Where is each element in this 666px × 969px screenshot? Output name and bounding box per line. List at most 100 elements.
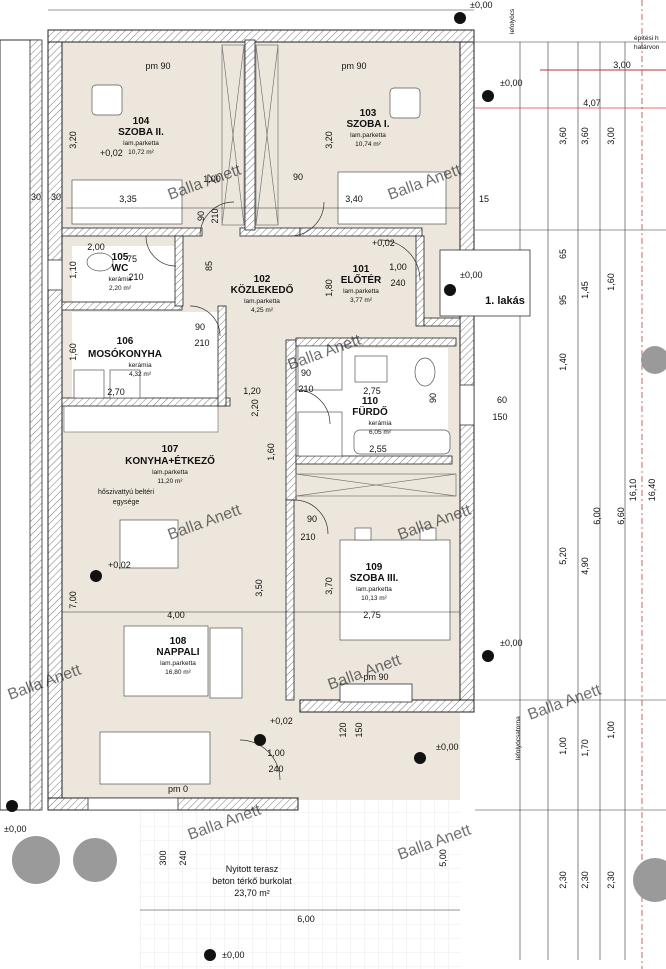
gutter-note: lefolyócsatorna — [515, 716, 522, 760]
level-pm0: pm 0 — [168, 784, 188, 794]
room-108-area: 16,80 m² — [165, 669, 191, 676]
room-102-num: 102 — [254, 274, 271, 285]
level-right-2: ±0,00 — [500, 638, 522, 648]
room-106-name: MOSÓKONYHA — [88, 347, 162, 360]
dim-407-red: 4,07 — [583, 98, 601, 108]
dim-220: 2,20 — [250, 399, 260, 417]
dim-120: 1,20 — [243, 386, 261, 396]
level-108: +0,02 — [270, 716, 293, 726]
dim-160-left: 1,60 — [68, 343, 78, 361]
dim-right-170: 1,70 — [580, 739, 590, 757]
dim-right-95: 95 — [558, 295, 568, 305]
dim-right-360b: 3,60 — [580, 127, 590, 145]
room-106-floor: kerámia — [128, 362, 152, 369]
room-107-floor: lam.parketta — [152, 469, 188, 476]
dim-210-bath: 210 — [298, 384, 313, 394]
dim-right-490: 4,90 — [580, 557, 590, 575]
room-105-area: 2,20 m² — [109, 285, 132, 292]
level-101: +0,02 — [372, 238, 395, 248]
level-left: ±0,00 — [4, 824, 26, 834]
dim-15-right: 15 — [479, 194, 489, 204]
room-104-num: 104 — [133, 116, 150, 127]
dim-320: 3,20 — [68, 131, 78, 149]
boundary-note-2: határvon — [634, 44, 660, 51]
dim-340: 3,40 — [345, 194, 363, 204]
room-102-floor: lam.parketta — [244, 298, 280, 305]
dim-90-a: 90 — [196, 211, 206, 221]
dim-210-laundry: 210 — [194, 338, 209, 348]
dim-350: 3,50 — [254, 579, 264, 597]
dim-300-terrace: 300 — [158, 850, 168, 865]
dim-right-100b: 1,00 — [606, 721, 616, 739]
room-107-num: 107 — [162, 444, 179, 455]
dim-right-600: 6,00 — [592, 507, 602, 525]
room-109-floor: lam.parketta — [356, 586, 392, 593]
room-101-num: 101 — [353, 264, 370, 275]
level-entry: ±0,00 — [460, 270, 482, 280]
room-107-name: KONYHA+ÉTKEZŐ — [125, 454, 215, 467]
windows — [47, 259, 475, 811]
dim-right-360a: 3,60 — [558, 127, 568, 145]
room-103-num: 103 — [360, 108, 377, 119]
room-105-floor: kerámia — [108, 276, 132, 283]
dim-210-wc: 210 — [128, 272, 143, 282]
dimension-lines — [62, 41, 666, 960]
terrace-line2: beton térkő burkolat — [212, 876, 292, 886]
room-107-area: 11,20 m² — [157, 478, 183, 485]
dim-200: 2,00 — [87, 242, 105, 252]
dim-255: 2,55 — [369, 444, 387, 454]
room-105-name: WC — [112, 263, 129, 274]
level-107: +0,02 — [108, 560, 131, 570]
room-103-floor: lam.parketta — [350, 132, 386, 139]
level-104: +0,02 — [100, 148, 123, 158]
dim-400: 4,00 — [167, 610, 185, 620]
heat-pump-note-2: egysége — [113, 499, 140, 506]
dim-right-160: 1,60 — [606, 273, 616, 291]
floor-kitchen-counter — [63, 401, 219, 433]
dim-right-230c: 2,30 — [606, 871, 616, 889]
room-104-name: SZOBA II. — [118, 127, 164, 138]
terrace-line1: Nyitott terasz — [226, 864, 279, 874]
dim-90-laundry: 90 — [195, 322, 205, 332]
level-right-1: ±0,00 — [500, 78, 522, 88]
dim-right-230a: 2,30 — [558, 871, 568, 889]
heat-pump-note-1: hőszivattyú beltéri — [98, 489, 154, 496]
level-markers — [6, 12, 494, 961]
level-pm90-103: pm 90 — [341, 61, 366, 71]
dim-270: 2,70 — [107, 387, 125, 397]
room-104-area: 10,72 m² — [128, 149, 154, 156]
gutter-note-top: lefolyócs — [509, 8, 516, 34]
room-110-area: 6,05 m² — [369, 429, 392, 436]
dim-right-520: 5,20 — [558, 547, 568, 565]
room-105-num: 105 — [112, 252, 129, 263]
level-pm90-104: pm 90 — [145, 61, 170, 71]
outer-walls — [47, 29, 475, 811]
dim-65: 65 — [558, 249, 568, 259]
room-110-floor: kerámia — [368, 420, 392, 427]
dim-30-left: 30 — [31, 192, 41, 202]
floor-wc — [72, 246, 180, 302]
unit-label-box — [439, 249, 531, 317]
door-swings — [145, 201, 421, 781]
room-103-name: SZOBA I. — [347, 119, 390, 130]
room-101-area: 3,77 m² — [350, 297, 373, 304]
dim-180: 1,80 — [324, 279, 334, 297]
dim-210-a: 210 — [210, 208, 220, 223]
dim-275-top: 2,75 — [363, 386, 381, 396]
room-106-area: 4,32 m² — [129, 371, 152, 378]
trees — [12, 346, 666, 902]
dim-right-300: 3,00 — [606, 127, 616, 145]
dim-100-terrace: 1,00 — [267, 748, 285, 758]
dim-90-bed3: 90 — [307, 514, 317, 524]
dim-150-v: 150 — [354, 722, 364, 737]
dim-335: 3,35 — [119, 194, 137, 204]
terrace-area: 23,70 m² — [234, 888, 270, 898]
dim-75: 75 — [127, 254, 137, 264]
dim-110: 1,10 — [68, 261, 78, 279]
level-terrace: ±0,00 — [436, 742, 458, 752]
dim-90-window: 90 — [428, 393, 438, 403]
room-101-floor: lam.parketta — [343, 288, 379, 295]
interior-walls — [61, 39, 461, 701]
dim-320b: 3,20 — [324, 131, 334, 149]
